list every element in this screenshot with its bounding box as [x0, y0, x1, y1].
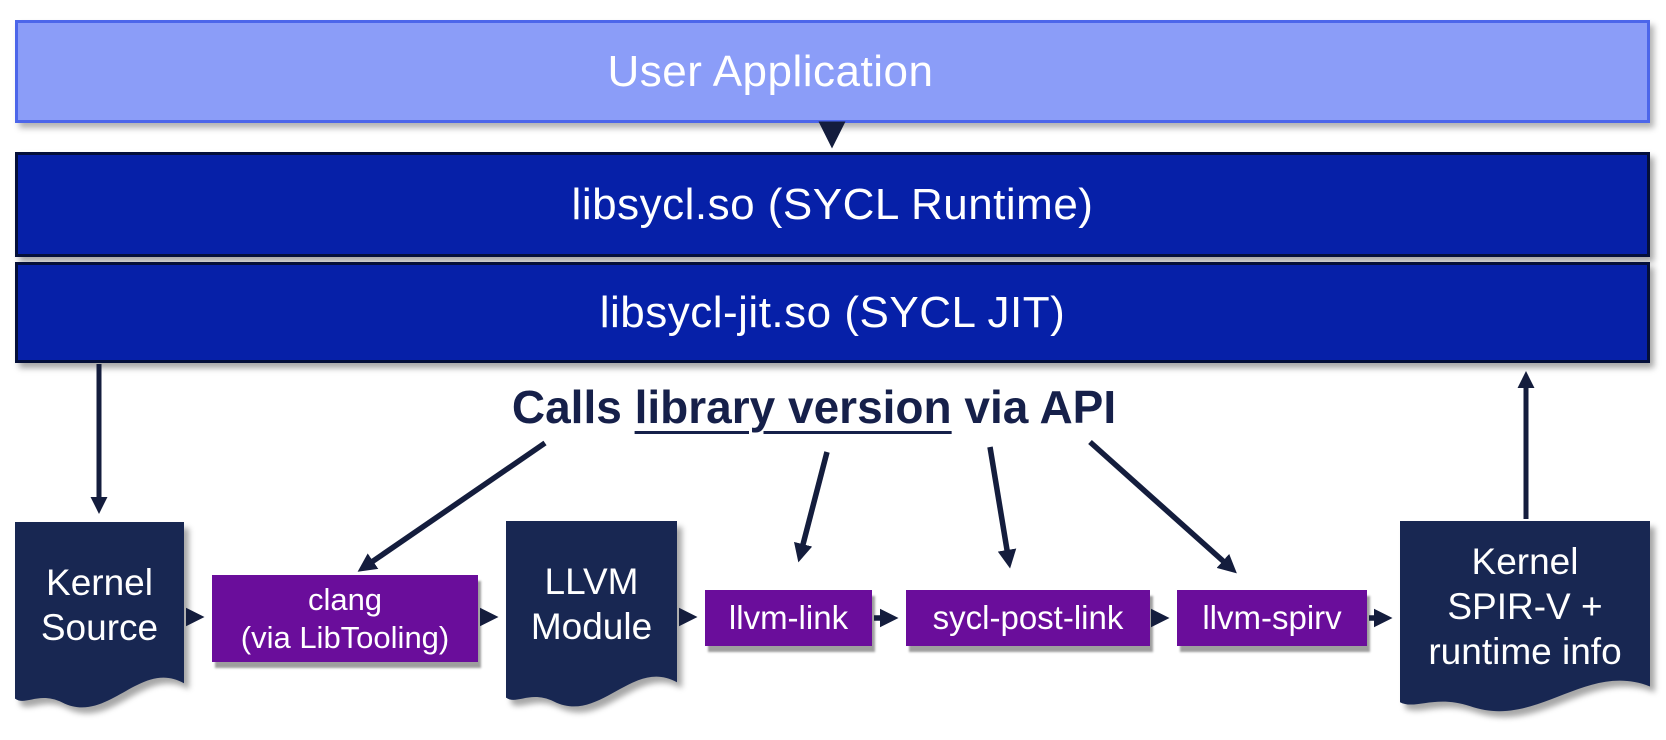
llvm-link-label: llvm-link: [728, 599, 849, 636]
note-prefix: Calls: [511, 381, 635, 433]
note-underlined: library version: [634, 381, 952, 433]
document-shape: [506, 521, 677, 707]
libsycl-jit-label: libsycl-jit.so (SYCL JIT): [599, 287, 1066, 337]
clang-label-line2: (via LibTooling): [240, 619, 450, 655]
kernel-spirv-label: Kernel SPIR-V + runtime info: [1428, 541, 1622, 672]
layer-user-application: User Application: [15, 20, 1650, 123]
kernel-source-label: Kernel Source: [40, 562, 159, 648]
kernel-spirv-document: Kernel SPIR-V + runtime info: [1400, 521, 1650, 718]
layer-libsycl-jit: libsycl-jit.so (SYCL JIT): [15, 262, 1650, 363]
document-shape: [15, 522, 184, 708]
document-shape: [1400, 521, 1650, 712]
llvm-spirv-box: llvm-spirv: [1177, 590, 1367, 646]
clang-box: clang (via LibTooling): [212, 575, 478, 662]
llvm-link-box: llvm-link: [705, 590, 872, 646]
sycl-post-link-box: sycl-post-link: [906, 590, 1150, 646]
llvm-spirv-label: llvm-spirv: [1202, 599, 1342, 636]
arrow-note-to-sycl-post-link: [987, 446, 1017, 569]
note-suffix: via API: [951, 381, 1117, 433]
clang-label-line1: clang: [307, 581, 383, 617]
calls-library-version-note: Calls library version via API: [0, 380, 1628, 434]
llvm-module-label: LLVM Module: [530, 561, 653, 647]
sycl-post-link-label: sycl-post-link: [932, 599, 1124, 636]
kernel-source-document: Kernel Source: [15, 522, 184, 714]
libsycl-runtime-label: libsycl.so (SYCL Runtime): [571, 179, 1094, 229]
layer-libsycl-runtime: libsycl.so (SYCL Runtime): [15, 152, 1650, 257]
user-application-label: User Application: [607, 46, 934, 96]
arrow-note-to-llvm-spirv: [1088, 439, 1237, 574]
llvm-module-document: LLVM Module: [506, 521, 677, 713]
arrow-note-to-llvm-link: [794, 451, 830, 563]
